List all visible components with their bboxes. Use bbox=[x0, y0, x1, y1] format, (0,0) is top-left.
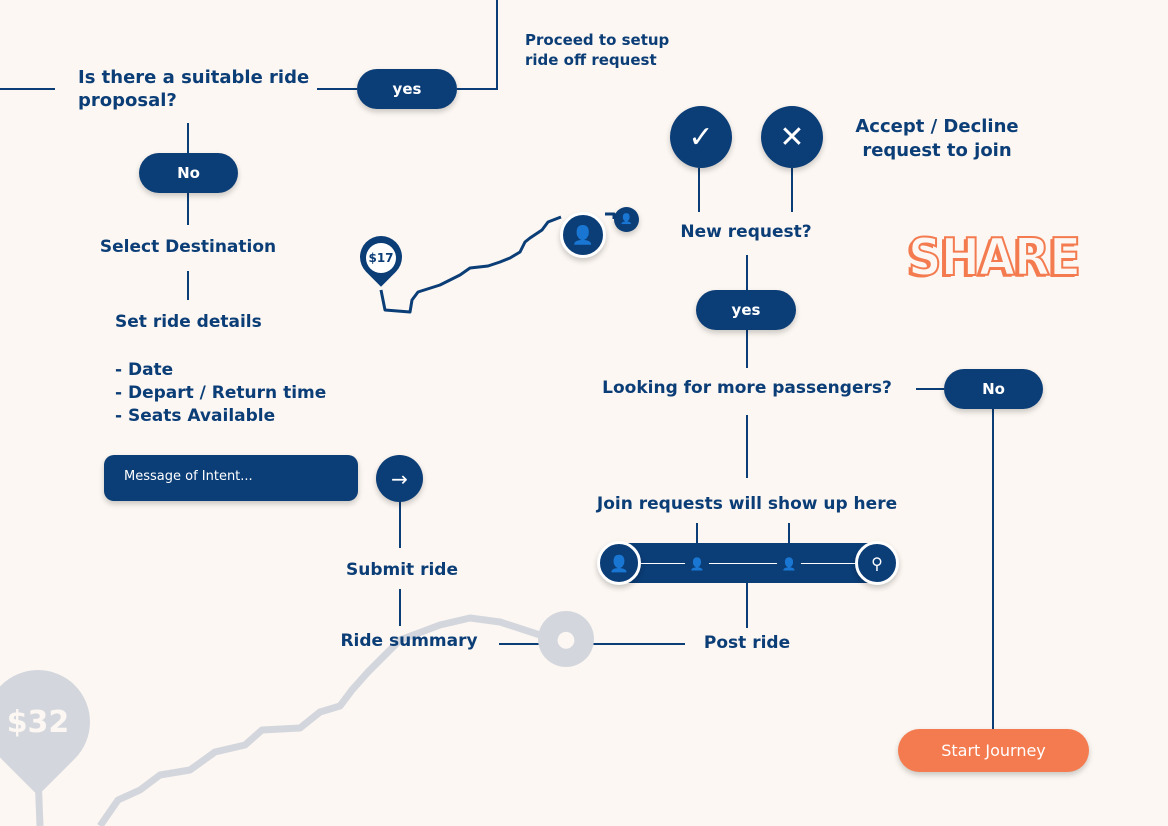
new-request-question: New request? bbox=[680, 222, 812, 242]
join-bar-line bbox=[640, 563, 856, 564]
no-pill-left[interactable]: No bbox=[139, 153, 238, 193]
small-person-marker: 👤 bbox=[614, 207, 639, 232]
detail-seats: - Seats Available bbox=[115, 406, 276, 426]
post-ride: Post ride bbox=[703, 633, 791, 653]
message-input[interactable]: Message of Intent... bbox=[104, 455, 358, 501]
detail-time: - Depart / Return time bbox=[115, 383, 327, 403]
ride-summary: Ride summary bbox=[340, 631, 478, 651]
passenger-slot-icon: 👤 bbox=[685, 552, 709, 576]
more-passengers-question: Looking for more passengers? bbox=[602, 378, 892, 398]
detail-date: - Date bbox=[115, 360, 174, 380]
grey-route bbox=[34, 614, 567, 826]
driver-icon: 👤 bbox=[597, 541, 641, 585]
no-pill-right[interactable]: No bbox=[944, 369, 1043, 409]
decline-x-icon[interactable]: ✕ bbox=[761, 106, 823, 168]
join-requests-text: Join requests will show up here bbox=[596, 494, 898, 514]
accept-decline-text: Accept / Decline request to join bbox=[855, 116, 1019, 161]
location-pin-icon: ⚲ bbox=[855, 541, 899, 585]
detail-list: - Date - Depart / Return time - Seats Av… bbox=[115, 359, 326, 428]
start-journey-button[interactable]: Start Journey bbox=[898, 729, 1089, 772]
passenger-slot-icon: 👤 bbox=[777, 552, 801, 576]
price-32-label: $32 bbox=[6, 704, 70, 740]
yes-pill-right[interactable]: yes bbox=[696, 290, 796, 330]
accept-check-icon[interactable]: ✓ bbox=[670, 106, 732, 168]
proceed-text: Proceed to setup ride off request bbox=[525, 31, 670, 69]
submit-ride: Submit ride bbox=[345, 560, 459, 580]
select-destination: Select Destination bbox=[99, 237, 277, 257]
person-marker: 👤 bbox=[560, 212, 606, 258]
submit-arrow-icon[interactable]: → bbox=[376, 455, 423, 502]
proposal-question: Is there a suitable ride proposal? bbox=[78, 67, 310, 111]
price-17-label: $17 bbox=[366, 243, 396, 273]
set-ride-details: Set ride details bbox=[115, 312, 262, 332]
grey-person-marker: ● bbox=[538, 611, 594, 667]
yes-pill-top[interactable]: yes bbox=[357, 69, 457, 109]
share-logo: SHARE bbox=[907, 227, 1082, 289]
